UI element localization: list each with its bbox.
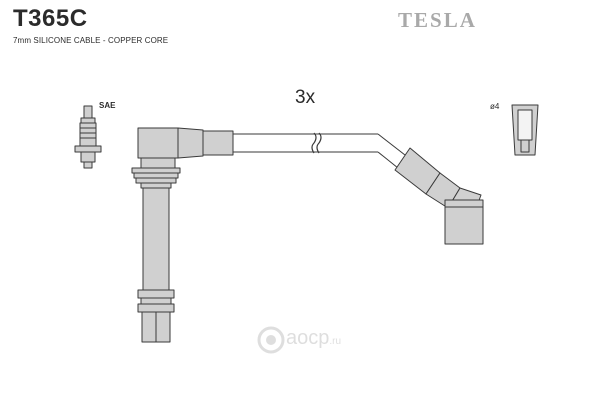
part-code: T365C xyxy=(13,5,88,32)
angled-boot xyxy=(394,147,484,245)
quantity-label: 3x xyxy=(295,87,316,108)
watermark-logo-icon xyxy=(257,326,285,354)
watermark: aocp.ru xyxy=(256,325,366,361)
spark-plug-icon xyxy=(74,105,102,169)
terminal-diameter-label: ø4 xyxy=(490,102,500,111)
watermark-tld: .ru xyxy=(329,336,342,347)
watermark-text: aocp.ru xyxy=(286,327,341,350)
watermark-name: aocp xyxy=(286,327,330,349)
brand-logo: TESLA xyxy=(398,8,477,32)
spark-plug-label: SAE xyxy=(99,101,116,110)
terminal-icon xyxy=(511,104,539,156)
straight-boot xyxy=(131,127,234,343)
ignition-cable xyxy=(233,132,406,169)
cable-spec: 7mm SILICONE CABLE - COPPER CORE xyxy=(13,36,169,45)
